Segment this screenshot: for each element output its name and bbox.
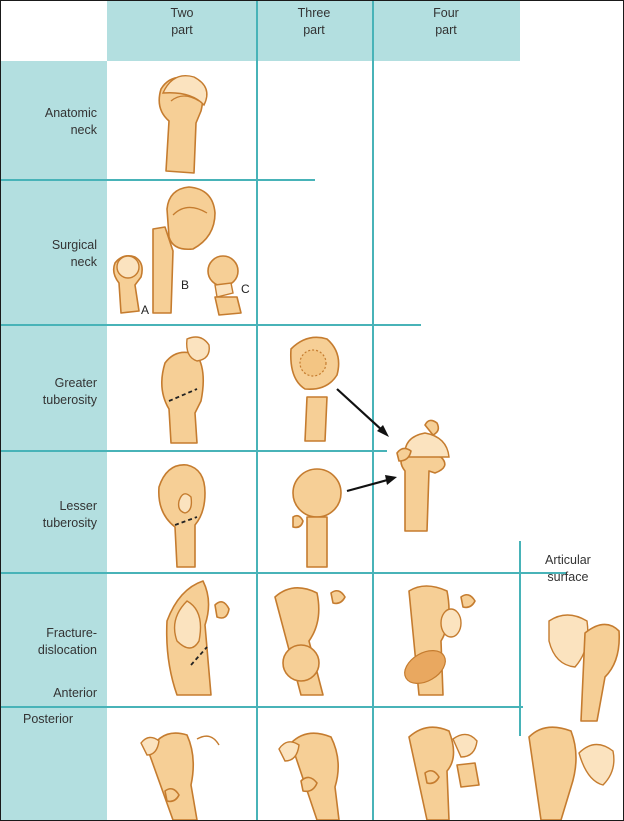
surgical-neck-humerus-c: [208, 256, 241, 315]
lesser-tuberosity-three-part: [293, 469, 341, 567]
surgical-neck-humerus-a: [114, 256, 142, 313]
surgical-neck-humerus-b: [153, 187, 215, 313]
posterior-two-part: [141, 733, 219, 820]
fracture-dislocation-two-part: [167, 581, 229, 695]
fracture-dislocation-three-part: [275, 588, 345, 695]
letter-b: B: [181, 278, 189, 292]
posterior-four-part: [409, 727, 479, 820]
greater-tuberosity-humerus: [162, 337, 209, 443]
anatomic-neck-humerus: [159, 76, 207, 173]
letter-a: A: [141, 303, 149, 317]
four-part-humerus: [397, 420, 449, 531]
posterior-three-part: [279, 733, 339, 820]
articular-surface-anterior: [549, 615, 619, 721]
greater-tuberosity-three-part: [291, 337, 339, 441]
articular-surface-posterior: [529, 727, 614, 820]
letter-c: C: [241, 282, 250, 296]
lesser-tuberosity-humerus: [159, 465, 205, 567]
fracture-dislocation-four-part: [399, 586, 475, 695]
